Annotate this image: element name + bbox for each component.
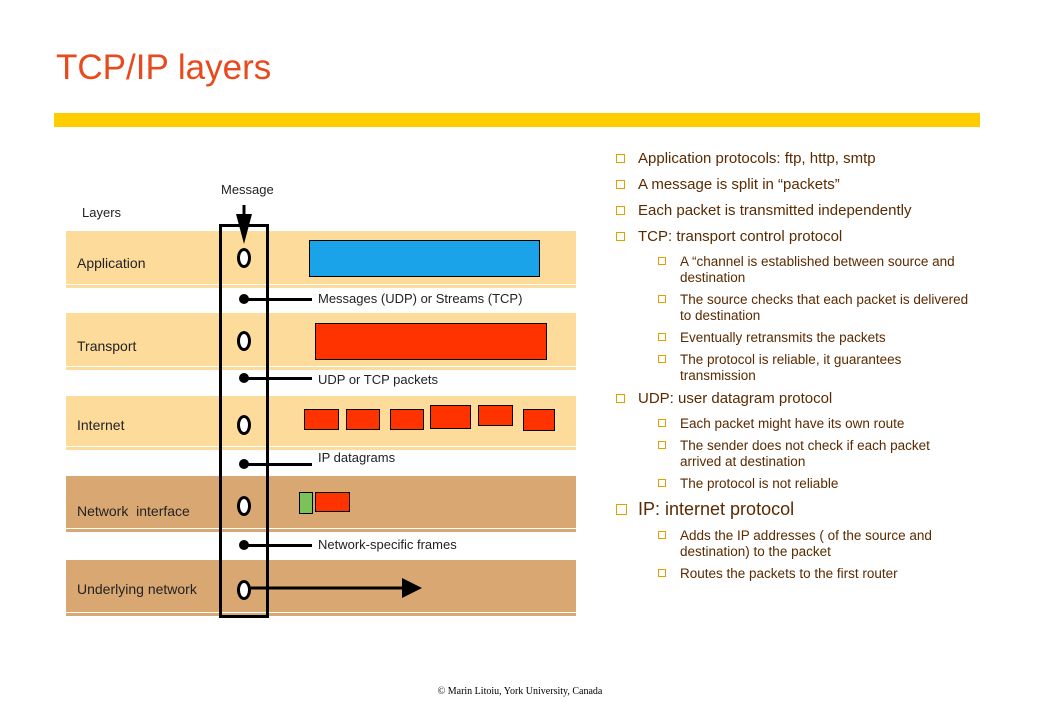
message-arrowhead: [236, 214, 252, 244]
slide-title: TCP/IP layers: [56, 48, 272, 87]
flow-line: [244, 544, 312, 547]
stack-node: [237, 331, 251, 351]
checkbox-bullet-icon: [658, 479, 666, 487]
sub-bullet-item: Adds the IP addresses ( of the source an…: [612, 528, 972, 560]
checkbox-bullet-icon: [658, 569, 666, 577]
sub-bullet-item: Each packet might have its own route: [612, 416, 972, 432]
stack-node: [237, 496, 251, 516]
bullet-item: Application protocols: ftp, http, smtp: [612, 150, 972, 168]
flow-label-frames: Network-specific frames: [318, 537, 457, 552]
bullet-item: TCP: transport control protocol: [612, 228, 972, 246]
layer-label-application: Application: [77, 255, 146, 271]
ip-datagram-block: [478, 405, 513, 426]
layers-heading: Layers: [82, 205, 122, 220]
stack-node: [237, 248, 251, 268]
transport-segment-block: [315, 323, 547, 360]
sub-bullet-item: A “channel is established between source…: [612, 254, 972, 286]
sub-bullet-item: The source checks that each packet is de…: [612, 292, 972, 324]
sub-bullet-item: The sender does not check if each packet…: [612, 438, 972, 470]
application-message-block: [309, 240, 540, 277]
checkbox-bullet-icon: [658, 333, 666, 341]
checkbox-bullet-icon: [616, 206, 625, 215]
stack-node: [237, 580, 251, 600]
checkbox-bullet-icon: [616, 394, 625, 403]
network-arrowhead: [402, 578, 422, 598]
flow-line: [244, 377, 312, 380]
checkbox-bullet-icon: [658, 295, 666, 303]
bullet-item: Each packet is transmitted independently: [612, 202, 972, 220]
ip-datagram-block: [346, 409, 380, 430]
flow-line: [244, 298, 312, 301]
flow-label-messages: Messages (UDP) or Streams (TCP): [318, 291, 523, 306]
layer-label-underlying-network: Underlying network: [77, 581, 197, 597]
checkbox-bullet-icon: [658, 257, 666, 265]
stack-node: [237, 415, 251, 435]
layer-label-transport: Transport: [77, 338, 137, 354]
checkbox-bullet-icon: [616, 154, 625, 163]
flow-line: [244, 463, 312, 466]
sub-bullet-item: The protocol is reliable, it guarantees …: [612, 352, 972, 384]
protocol-stack-box: [219, 224, 269, 618]
ip-datagram-block: [523, 409, 555, 431]
sub-bullet-item: Eventually retransmits the packets: [612, 330, 972, 346]
ip-datagram-block: [304, 409, 339, 430]
bullet-list: Application protocols: ftp, http, smtp A…: [612, 150, 972, 588]
ip-datagram-block: [390, 409, 424, 430]
bullet-item: UDP: user datagram protocol: [612, 390, 972, 408]
checkbox-bullet-icon: [658, 531, 666, 539]
flow-label-datagrams: IP datagrams: [318, 450, 396, 465]
checkbox-bullet-icon: [658, 441, 666, 449]
checkbox-bullet-icon: [616, 232, 625, 241]
layer-label-network-interface: Network interface: [77, 503, 190, 519]
bullet-item: A message is split in “packets”: [612, 176, 972, 194]
title-underline-bar: [54, 113, 980, 127]
sub-bullet-item: The protocol is not reliable: [612, 476, 972, 492]
bullet-item: IP: internet protocol: [612, 498, 972, 520]
checkbox-bullet-icon: [616, 504, 627, 515]
frame-header-block: [299, 492, 313, 514]
flow-label-packets: UDP or TCP packets: [318, 372, 438, 387]
frame-payload-block: [315, 492, 350, 512]
layer-label-internet: Internet: [77, 417, 125, 433]
checkbox-bullet-icon: [658, 419, 666, 427]
checkbox-bullet-icon: [616, 180, 625, 189]
checkbox-bullet-icon: [658, 355, 666, 363]
sub-bullet-item: Routes the packets to the first router: [612, 566, 972, 582]
ip-datagram-block: [430, 405, 471, 429]
copyright-footer: © Marin Litoiu, York University, Canada: [437, 686, 603, 697]
message-label: Message: [221, 182, 274, 197]
